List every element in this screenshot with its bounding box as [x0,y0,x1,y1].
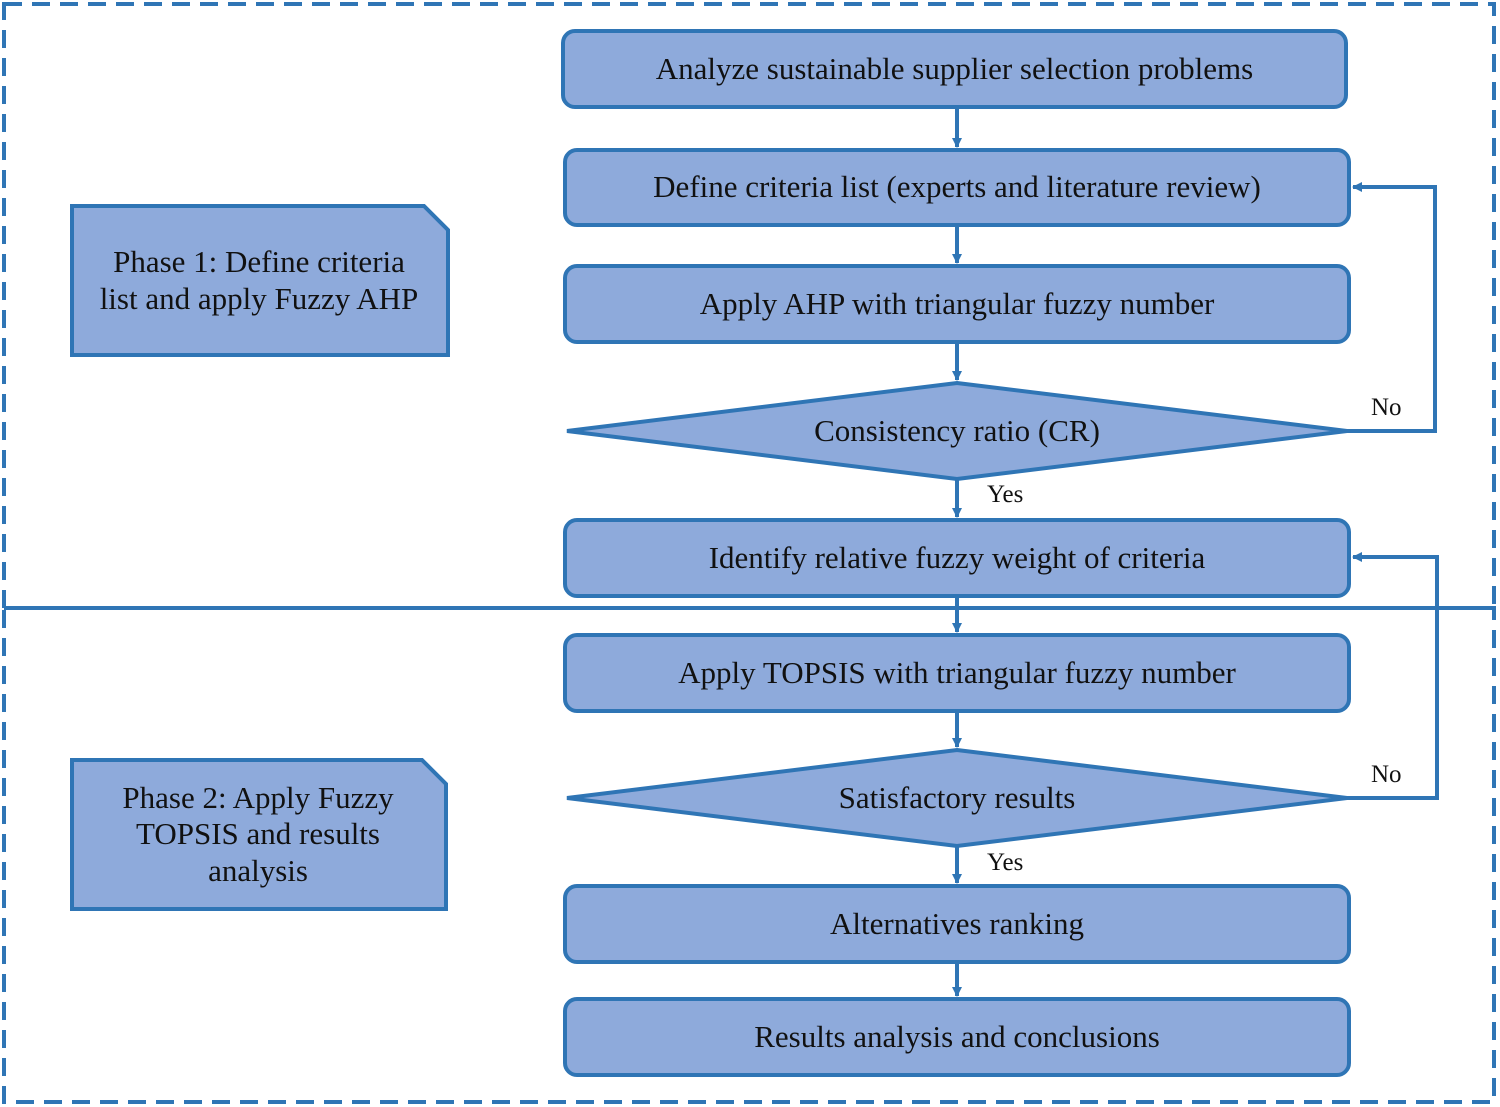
edge-label-sat-yes: Yes [987,849,1024,876]
step-topsis-text: Apply TOPSIS with triangular fuzzy numbe… [678,654,1236,690]
step-analyze-box [561,29,1348,109]
edge-label-cr-no: No [1371,394,1402,421]
decision-cr-text: Consistency ratio (CR) [814,412,1100,448]
step-analyze-text: Analyze sustainable supplier selection p… [655,50,1254,86]
phase-2-border [2,606,1496,1104]
edge-label-cr-yes: Yes [987,481,1024,508]
connector-satisfactory-no-loop [1347,552,1439,800]
step-weights-text: Identify relative fuzzy weight of criter… [708,539,1206,575]
phase-2-label: Phase 2: Apply Fuzzy TOPSIS and results … [122,779,394,888]
step-ahp-text: Apply AHP with triangular fuzzy number [699,285,1215,321]
step-define-text: Define criteria list (experts and litera… [653,169,1261,205]
step-conclusions-text: Results analysis and conclusions [754,1018,1160,1054]
decision-satisfactory-text: Satisfactory results [838,779,1076,815]
edge-label-sat-no: No [1371,761,1402,788]
step-conclusions-box [563,997,1351,1077]
step-ranking-text: Alternatives ranking [830,905,1084,941]
connector-cr-no-loop [1347,182,1437,433]
phase-1-shape [70,204,450,357]
phase-1-label: Phase 1: Define criteria list and apply … [99,243,419,316]
phase-2-shape [70,758,448,911]
